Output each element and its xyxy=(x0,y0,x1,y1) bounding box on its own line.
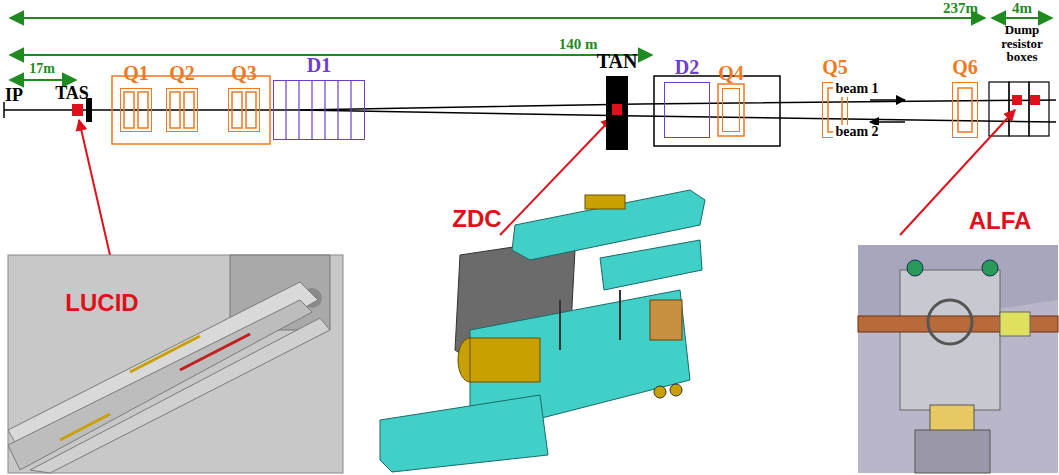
magnet-label: Q3 xyxy=(231,62,257,85)
quadrupole-box: Q6 xyxy=(952,82,978,138)
element-label: TAS xyxy=(55,84,89,103)
dimension-label: 17m xyxy=(29,62,55,77)
magnet-label: D2 xyxy=(675,56,699,79)
quadrupole-box: Q1 xyxy=(120,88,152,132)
magnet-label: Q4 xyxy=(718,62,744,85)
detector-marker xyxy=(612,104,622,115)
point-label: IP xyxy=(5,86,23,105)
magnet-label: Q5 xyxy=(822,56,848,79)
dipole-box: D1 xyxy=(273,80,365,140)
beam-label: beam 1 xyxy=(833,82,880,97)
dimension-label: 140 m xyxy=(559,37,598,53)
magnet-label: D1 xyxy=(307,54,331,77)
quadrupole-box: Q2 xyxy=(166,88,198,132)
detector-name: LUCID xyxy=(63,290,140,315)
magnet-label: TAN xyxy=(597,50,638,73)
detector-name: ZDC xyxy=(450,206,503,231)
detector-name: ALFA xyxy=(967,208,1034,233)
quadrupole-box: Q3 xyxy=(228,88,260,132)
magnet-label: Q6 xyxy=(952,56,978,79)
absorber-block: TAN xyxy=(606,76,628,150)
magnet-label: Q1 xyxy=(123,62,149,85)
dimension-label: 237m xyxy=(943,1,978,17)
magnet-label: Q2 xyxy=(169,62,195,85)
dipole-box: D2 xyxy=(664,82,710,138)
beam-label: beam 2 xyxy=(833,125,880,140)
element-label: Dump resistor boxes xyxy=(989,23,1055,64)
dimension-label: 4m xyxy=(1012,1,1032,17)
quadrupole-box: Q4 xyxy=(722,88,740,132)
